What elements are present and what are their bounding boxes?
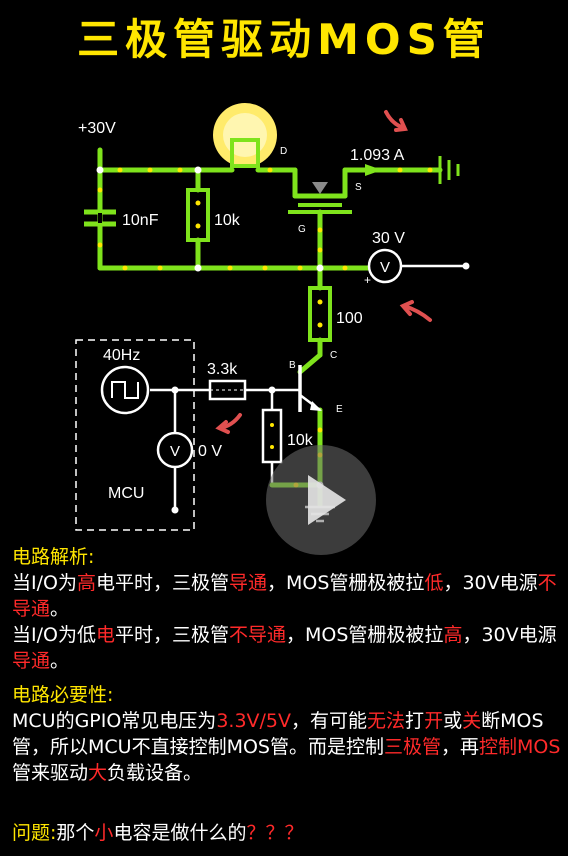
play-button[interactable] [266,445,376,555]
resistor-icon [208,379,247,401]
r-gate-label: 10k [214,212,241,229]
voltmeter-icon: V [367,248,403,284]
analysis-line-2: 当I/O为低电平时，三极管不导通，MOS管栅极被拉高，30V电源导通。 [12,624,557,672]
v-drain-label: 30 V [372,230,405,247]
question-line: 问题:那个小电容是做什么的？？？ [12,822,304,844]
freq-label: 40Hz [103,347,140,364]
current-label: 1.093 A [350,147,405,164]
svg-text:V: V [170,443,180,460]
r-emitter-label: 10k [287,432,314,449]
pin-b-label: B [289,360,296,371]
resistor-icon [261,408,283,464]
cap-label: 10nF [122,212,159,229]
necessity-heading: 电路必要性: [12,684,114,706]
resistor-icon [186,188,210,242]
pin-c-label: C [330,350,337,361]
necessity-text: MCU的GPIO常见电压为3.3V/5V，有可能无法打开或关断MOS管，所以MC… [12,710,561,784]
page-title: 三极管驱动MOS管 [77,15,491,64]
arrow-icon [215,413,242,434]
signal-source-icon [100,365,150,415]
pin-g-label: G [298,224,306,235]
pin-s-label: S [355,182,362,193]
svg-text:V: V [380,259,390,276]
arrow-icon [384,110,408,132]
ground-icon [438,156,460,184]
analysis-heading: 电路解析: [12,546,95,568]
pin-e-label: E [336,404,343,415]
lamp-icon [213,103,277,168]
r-base-label: 3.3k [207,361,238,378]
plus-label: + [364,273,371,287]
analysis-line-1: 当I/O为高电平时，三极管导通，MOS管栅极被拉低，30V电源不导通。 [12,572,557,620]
pin-d-label: D [280,146,287,157]
resistor-icon [308,286,332,342]
arrow-icon [399,300,432,322]
mcu-label: MCU [108,485,144,502]
transistor-icon [298,365,322,412]
mosfet-icon [288,164,382,214]
capacitor-icon [84,209,116,227]
voltmeter-icon: V [156,431,194,469]
supply-label: +30V [78,120,116,137]
v-gpio-label: 0 V [198,443,222,460]
r-collector-label: 100 [336,310,363,327]
mcu-box [75,339,195,531]
